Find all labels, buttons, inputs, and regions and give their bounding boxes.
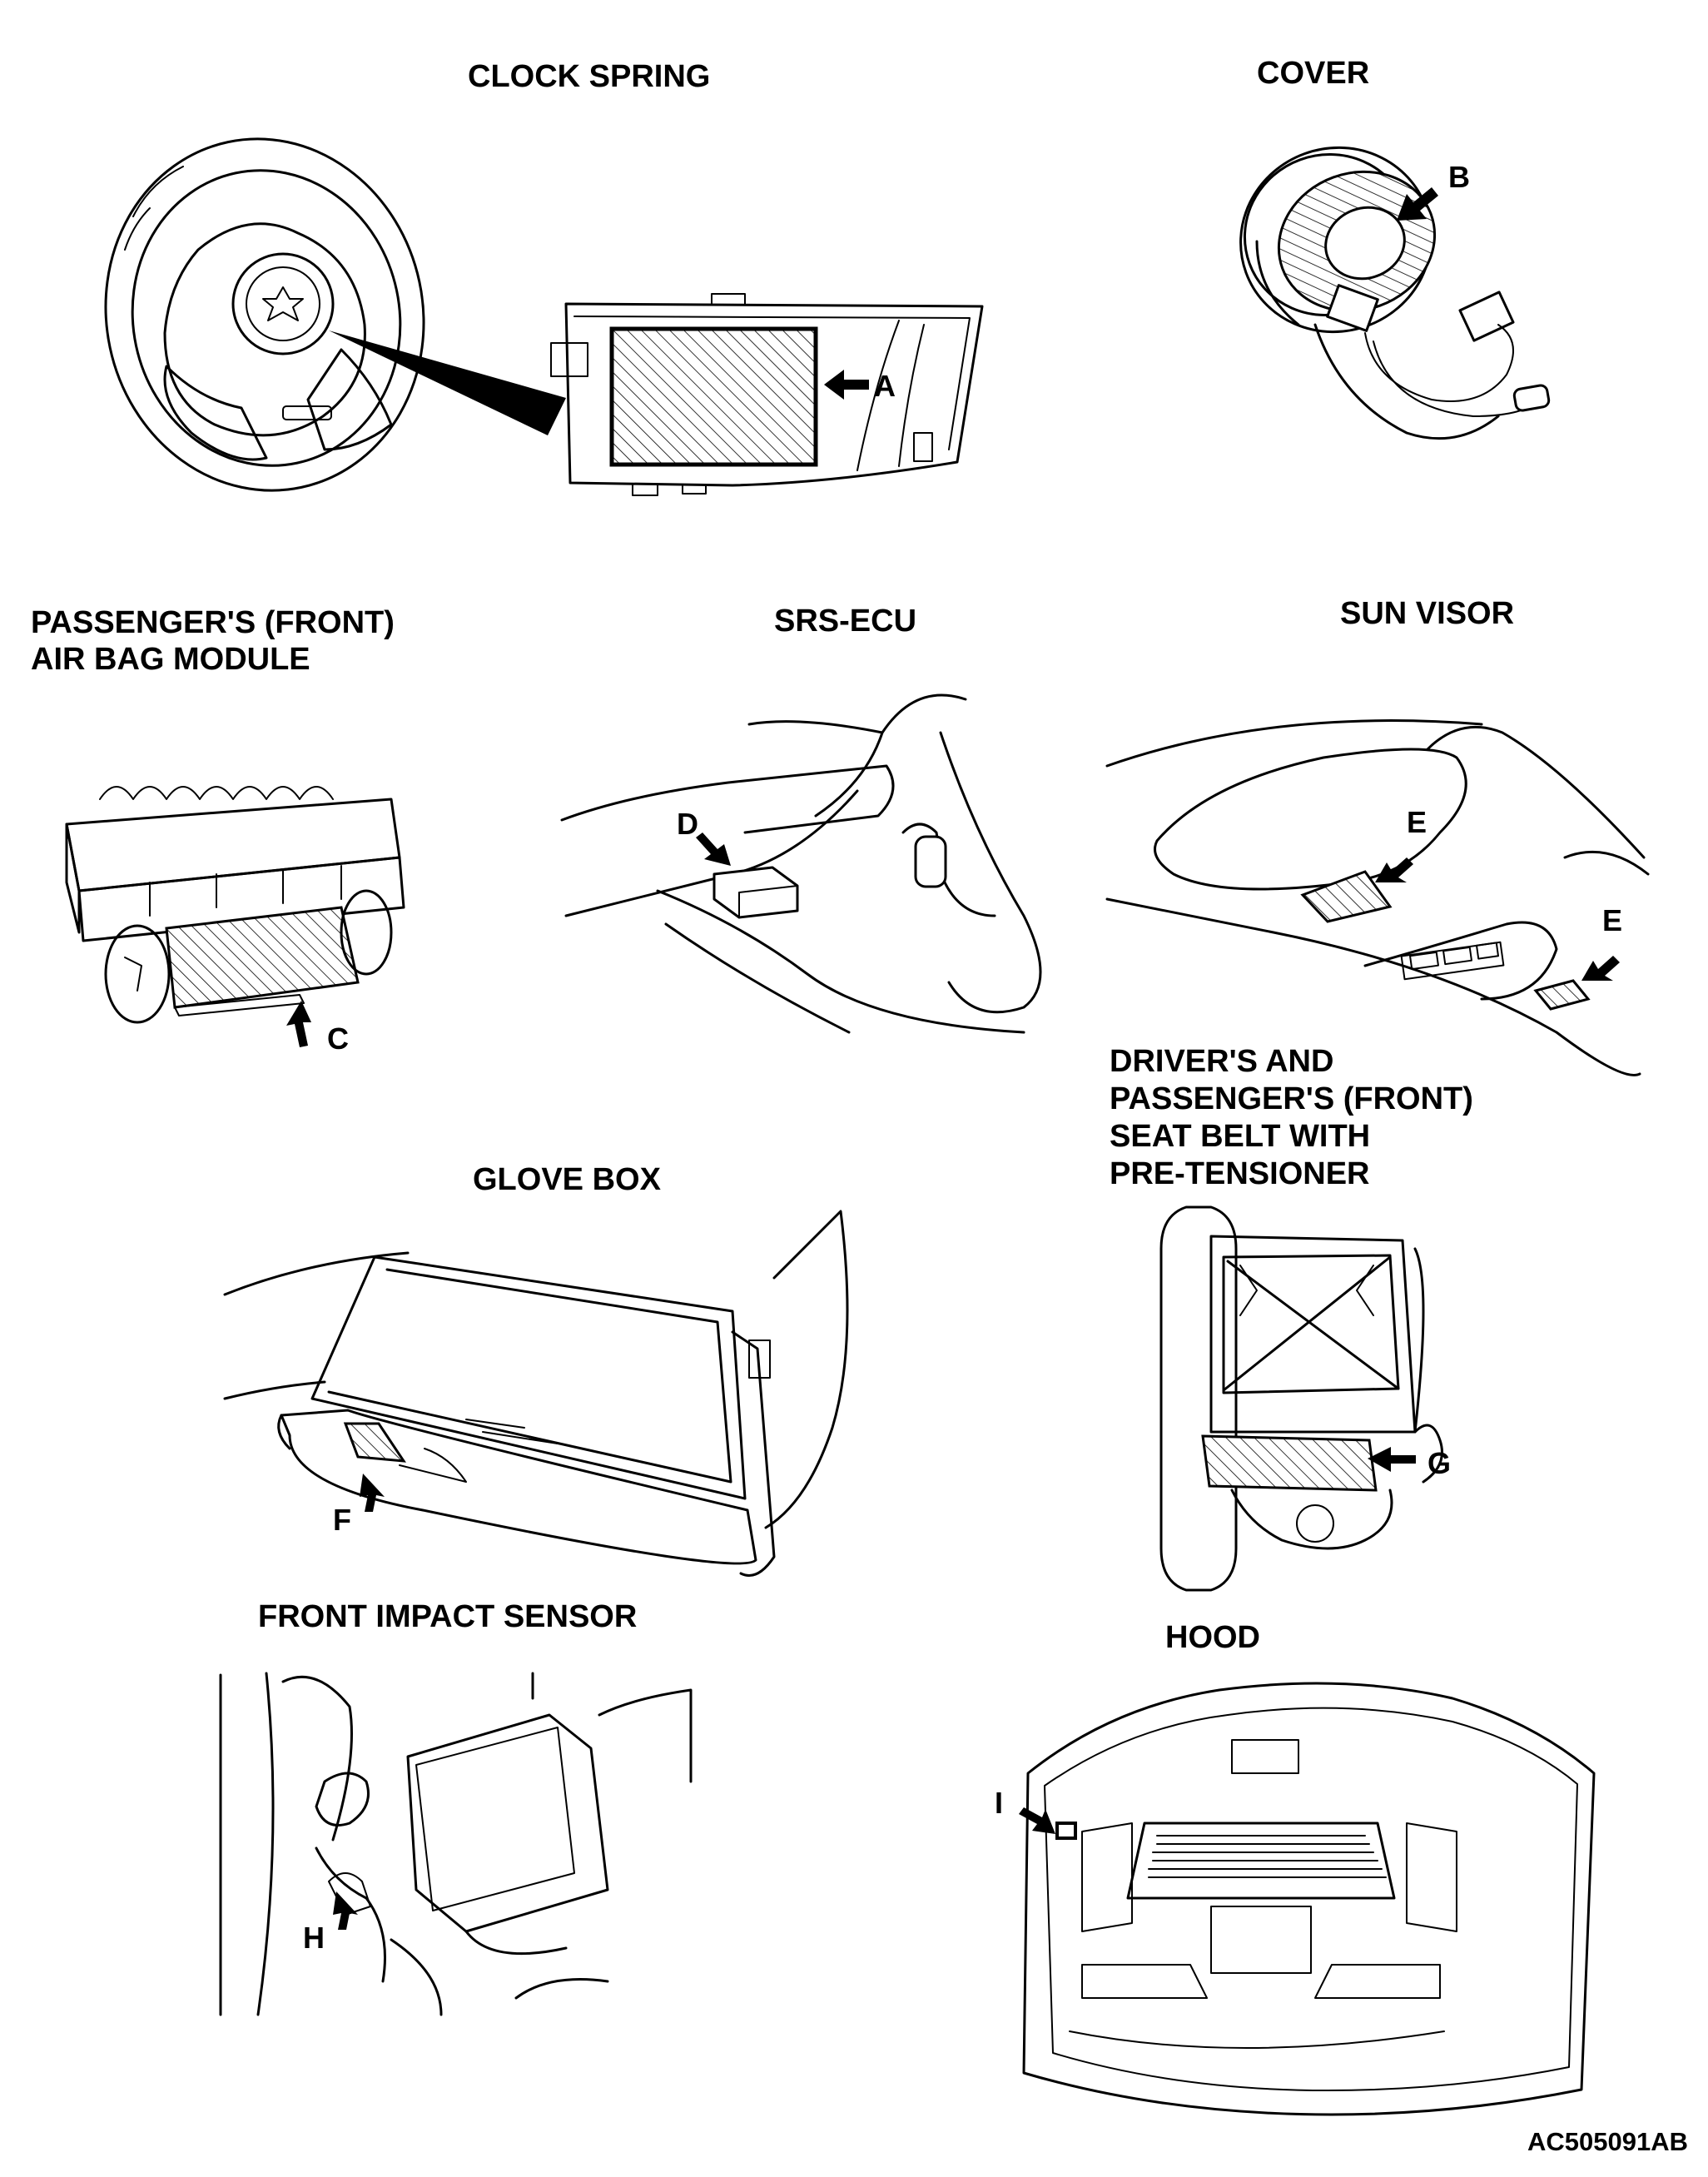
passenger-airbag-title-line1: PASSENGER'S (FRONT) [31,605,395,640]
hood-title: HOOD [1165,1620,1260,1655]
passenger-airbag-title-line2: AIR BAG MODULE [31,642,310,677]
clock-spring-illustration [1239,146,1551,440]
steering-wheel-illustration [104,137,566,492]
sun-visor-illustration [1105,719,1650,1076]
passenger-airbag-illustration [65,786,405,1047]
seat-belt-title-line3: SEAT BELT WITH [1110,1119,1371,1154]
srs-ecu-title: SRS-ECU [774,604,917,639]
front-impact-sensor-title: FRONT IMPACT SENSOR [258,1599,638,1634]
figure-reference: AC505091AB [1527,2127,1688,2156]
callout-d: D [677,807,698,841]
callout-e-overhead: E [1602,903,1623,937]
callout-b: B [1448,160,1470,194]
seat-belt-title-line2: PASSENGER'S (FRONT) [1110,1081,1473,1116]
hood-illustration [1019,1682,1596,2116]
callout-i: I [995,1786,1004,1820]
seat-belt-title-line4: PRE-TENSIONER [1110,1156,1370,1191]
seat-belt-title-line1: DRIVER'S AND [1110,1044,1334,1079]
callout-a: A [874,369,896,403]
cover-title: COVER [1257,56,1370,91]
front-impact-sensor-illustration [219,1672,693,2016]
glove-box-title: GLOVE BOX [473,1162,661,1197]
srs-ecu-illustration [560,693,1042,1034]
callout-e-visor: E [1407,805,1427,839]
callout-f: F [333,1503,351,1537]
callout-g: G [1427,1446,1452,1480]
sun-visor-title: SUN VISOR [1340,596,1515,631]
seat-belt-pretensioner-illustration [1159,1205,1443,1592]
clock-spring-title: CLOCK SPRING [468,59,711,94]
airbag-module-illustration [550,293,984,496]
callout-h: H [303,1921,325,1955]
glove-box-illustration [223,1210,849,1577]
callout-c: C [327,1021,349,1056]
